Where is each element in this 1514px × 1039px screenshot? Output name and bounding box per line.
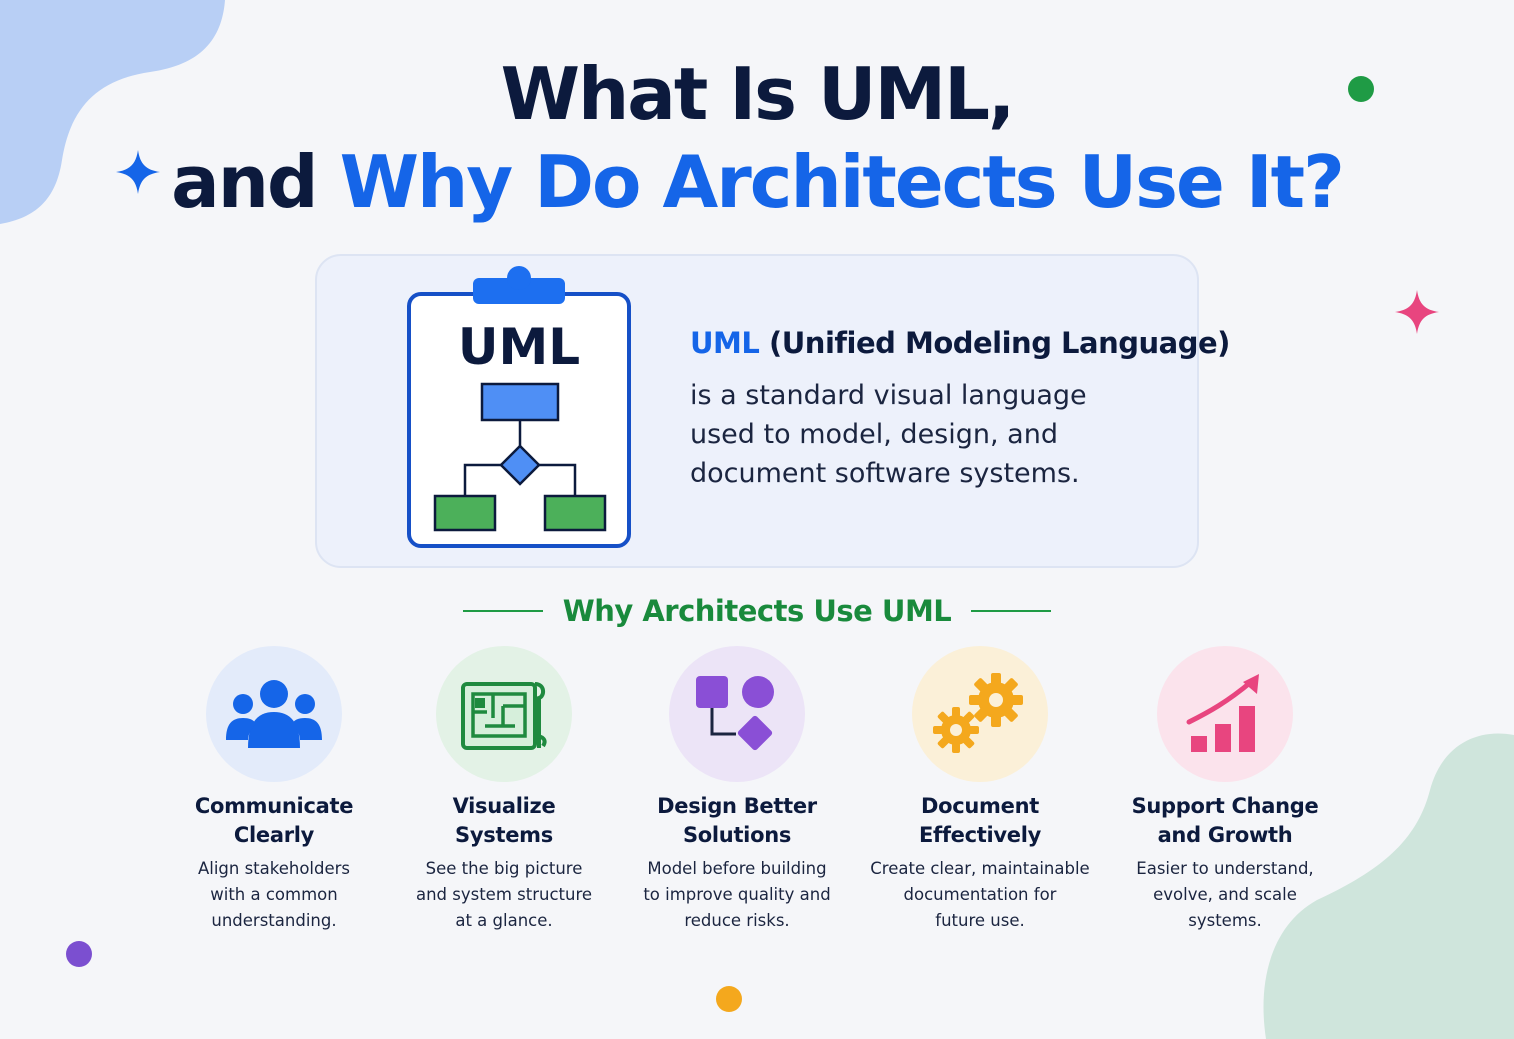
feature-desc-line: See the big picture bbox=[425, 859, 583, 878]
blue-sparkle-icon bbox=[116, 150, 160, 194]
feature-desc-line: reduce risks. bbox=[684, 911, 790, 930]
bottom-right-blob bbox=[1263, 733, 1514, 1039]
feature-desc-line: systems. bbox=[1188, 911, 1262, 930]
feature-title: Design Better Solutions bbox=[617, 792, 857, 850]
definition-term-expansion: (Unified Modeling Language) bbox=[769, 326, 1230, 360]
section-title: Why Architects Use UML bbox=[562, 594, 952, 628]
feature-description: See the big picture and system structure… bbox=[384, 856, 624, 934]
uml-icon-label: UML bbox=[458, 318, 580, 376]
feature-title-line: Effectively bbox=[918, 823, 1042, 847]
feature-desc-line: Model before building bbox=[647, 859, 827, 878]
feature-title: Document Effectively bbox=[860, 792, 1100, 850]
feature-desc-line: evolve, and scale bbox=[1153, 885, 1297, 904]
feature-title-line: Document bbox=[921, 794, 1039, 818]
gears-icon bbox=[933, 673, 1023, 753]
feature-description: Easier to understand, evolve, and scale … bbox=[1105, 856, 1345, 934]
uml-clipboard-icon: UML bbox=[407, 266, 631, 548]
definition-term: UML bbox=[690, 326, 760, 360]
feature-title-line: Systems bbox=[455, 823, 553, 847]
definition-body: is a standard visual language used to mo… bbox=[690, 376, 1160, 493]
blueprint-icon bbox=[461, 682, 547, 750]
section-header: Why Architects Use UML bbox=[0, 594, 1514, 628]
feature-growth: Support Change and Growth Easier to unde… bbox=[1105, 646, 1345, 934]
growth-chart-icon bbox=[1186, 674, 1259, 752]
feature-desc-line: at a glance. bbox=[455, 911, 553, 930]
green-dot bbox=[1348, 76, 1374, 102]
feature-description: Create clear, maintainable documentation… bbox=[860, 856, 1100, 934]
definition-card: UML UML (Unified Modeling Language) is a… bbox=[315, 254, 1230, 568]
feature-icon-circle bbox=[912, 646, 1048, 782]
feature-desc-line: and system structure bbox=[415, 885, 593, 904]
feature-communicate: Communicate Clearly Align stakeholders w… bbox=[154, 646, 394, 934]
title-line-2-prefix: and bbox=[171, 140, 340, 224]
feature-title: Communicate Clearly bbox=[154, 792, 394, 850]
feature-icon-circle bbox=[206, 646, 342, 782]
pink-sparkle-icon bbox=[1395, 290, 1439, 334]
top-left-blob bbox=[0, 0, 225, 224]
feature-desc-line: with a common bbox=[210, 885, 338, 904]
feature-title-line: Solutions bbox=[682, 823, 792, 847]
feature-desc-line: Align stakeholders bbox=[197, 859, 351, 878]
shapes-icon bbox=[696, 676, 774, 751]
section-divider-left bbox=[462, 610, 543, 612]
feature-title-line: Visualize bbox=[452, 794, 556, 818]
feature-icon-circle bbox=[1157, 646, 1293, 782]
feature-icon-circle bbox=[436, 646, 572, 782]
definition-line: used to model, design, and bbox=[690, 419, 1058, 450]
purple-dot bbox=[66, 941, 92, 967]
feature-title: Visualize Systems bbox=[384, 792, 624, 850]
feature-title-line: and Growth bbox=[1157, 823, 1293, 847]
feature-desc-line: Create clear, maintainable bbox=[870, 859, 1090, 878]
orange-dot bbox=[716, 986, 742, 1012]
title-line-2: and Why Do Architects Use It? bbox=[0, 140, 1514, 224]
feature-document: Document Effectively Create clear, maint… bbox=[860, 646, 1100, 934]
feature-title-line: Clearly bbox=[233, 823, 315, 847]
feature-visualize: Visualize Systems See the big picture an… bbox=[384, 646, 624, 934]
feature-title: Support Change and Growth bbox=[1105, 792, 1345, 850]
feature-desc-line: future use. bbox=[935, 911, 1025, 930]
definition-line: is a standard visual language bbox=[690, 380, 1087, 411]
feature-title-line: Design Better bbox=[657, 794, 817, 818]
title-line-2-accent: Why Do Architects Use It? bbox=[339, 140, 1345, 224]
feature-desc-line: documentation for bbox=[903, 885, 1057, 904]
title-line-1: What Is UML, bbox=[500, 52, 1016, 136]
feature-description: Align stakeholders with a common underst… bbox=[154, 856, 394, 934]
feature-desc-line: to improve quality and bbox=[643, 885, 831, 904]
feature-desc-line: understanding. bbox=[211, 911, 337, 930]
feature-icon-circle bbox=[669, 646, 805, 782]
feature-description: Model before building to improve quality… bbox=[617, 856, 857, 934]
definition-heading: UML (Unified Modeling Language) bbox=[690, 326, 1230, 360]
definition-line: document software systems. bbox=[690, 458, 1080, 489]
feature-desc-line: Easier to understand, bbox=[1136, 859, 1314, 878]
feature-design: Design Better Solutions Model before bui… bbox=[617, 646, 857, 934]
feature-title-line: Communicate bbox=[194, 794, 354, 818]
people-icon bbox=[226, 680, 322, 748]
section-divider-right bbox=[971, 610, 1052, 612]
feature-title-line: Support Change bbox=[1131, 794, 1319, 818]
